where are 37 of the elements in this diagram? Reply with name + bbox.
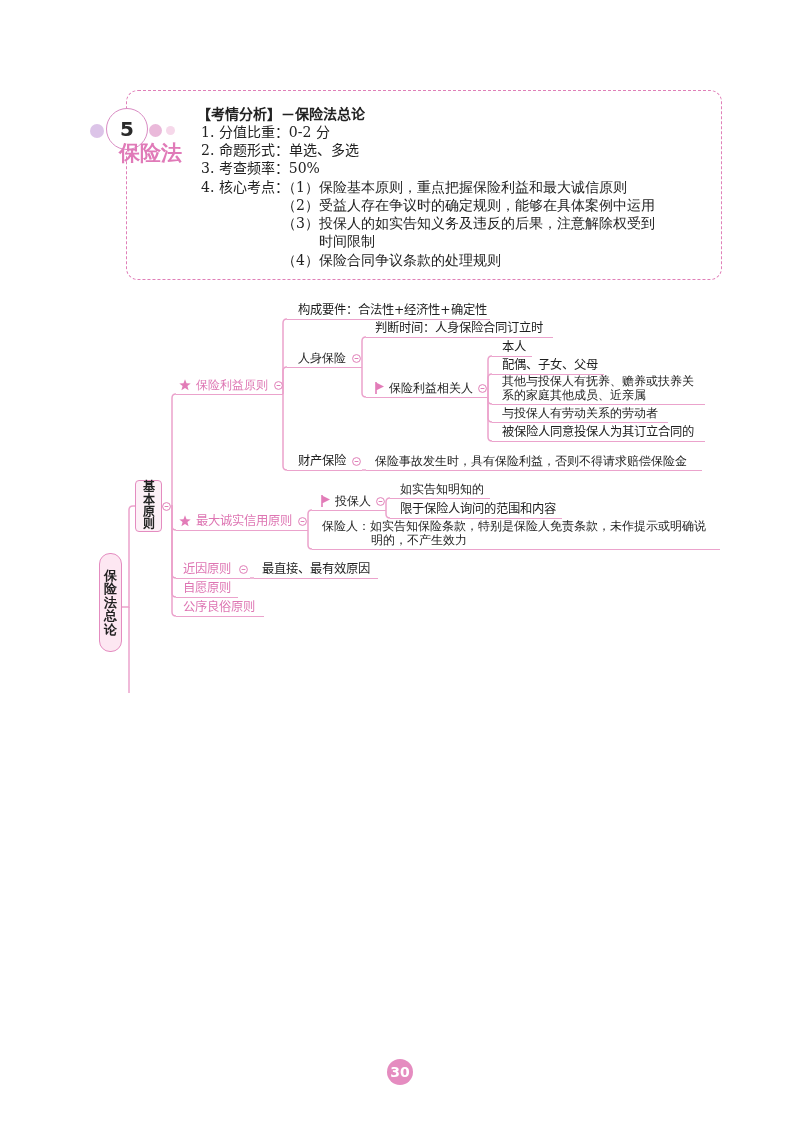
topic-label: 判断时间：人身保险合同订立时 bbox=[366, 320, 553, 338]
connector-line bbox=[385, 497, 391, 511]
topic-label: 保险事故发生时，具有保险利益，否则不得请求赔偿保险金 bbox=[366, 453, 702, 471]
connector-line bbox=[361, 336, 367, 368]
topic-label: 本人 bbox=[492, 339, 532, 357]
topic-label: 自愿原则 bbox=[176, 580, 238, 598]
vertical-label-box: 保险法总论 bbox=[99, 553, 122, 652]
topic-label: 保险人：如实告知保险条款，特别是保险人免责条款，未作提示或明确说明的，不产生效力 bbox=[312, 518, 720, 550]
connector-line bbox=[282, 366, 288, 395]
list-item: （3）投保人的如实告知义务及违反的后果，注意解除权受到时间限制 bbox=[282, 214, 656, 250]
connector-line bbox=[385, 509, 391, 519]
connector-line bbox=[170, 505, 177, 617]
connector-line bbox=[249, 577, 255, 579]
topic-label: 其他与投保人有抚养、赡养或扶养关系的家庭其他成员、近亲属 bbox=[492, 373, 705, 405]
page-number: 30 bbox=[387, 1059, 413, 1085]
topic-label: 如实告知明知的 bbox=[390, 481, 490, 499]
connector-line bbox=[487, 373, 493, 398]
topic-label: 配偶、子女、父母 bbox=[492, 357, 604, 375]
connector-line bbox=[282, 393, 288, 471]
connector-line bbox=[307, 529, 313, 550]
connector-line bbox=[307, 509, 313, 531]
list-item: 1. 分值比重：0-2 分 bbox=[201, 123, 330, 141]
list-item: 3. 考查频率：50% bbox=[201, 159, 320, 177]
topic-label: 构成要件：合法性+经济性+确定性 bbox=[287, 302, 490, 320]
connector-line bbox=[361, 469, 367, 471]
connector-line bbox=[170, 393, 177, 507]
connector-line bbox=[361, 366, 367, 398]
vertical-label-box: 基本原则 bbox=[135, 480, 162, 532]
topic-label: 被保险人同意投保人为其订立合同的 bbox=[492, 424, 705, 442]
topic-label: 限于保险人询问的范围和内容 bbox=[390, 501, 562, 519]
list-item: 2. 命题形式：单选、多选 bbox=[201, 141, 359, 159]
topic-label: 与投保人有劳动关系的劳动者 bbox=[492, 405, 668, 423]
heading: 【考情分析】－保险法总论 bbox=[197, 105, 365, 123]
list-item: （4）保险合同争议条款的处理规则 bbox=[282, 251, 501, 269]
list-item: （2）受益人存在争议时的确定规则，能够在具体案例中运用 bbox=[282, 196, 655, 214]
topic-label: 公序良俗原则 bbox=[176, 599, 264, 617]
topic-label: 最直接、最有效原因 bbox=[254, 561, 378, 579]
